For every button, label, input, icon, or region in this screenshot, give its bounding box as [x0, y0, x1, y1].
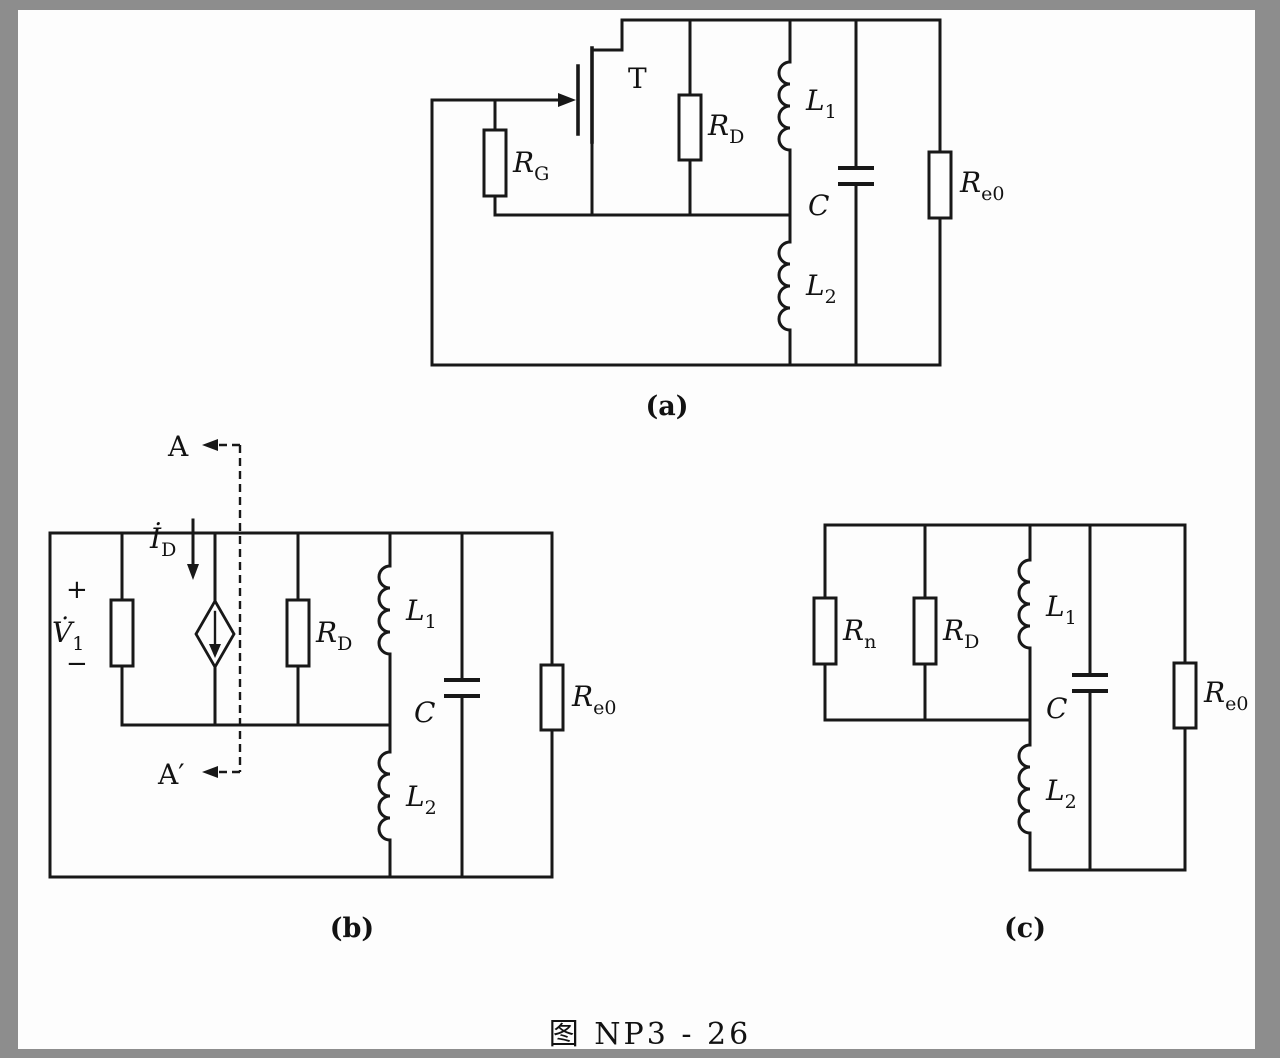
node-a-label: A: [167, 430, 189, 463]
section-line-aa: [202, 439, 242, 778]
resistor-re0-c: [1172, 661, 1198, 730]
re0-label-a: Re0: [959, 166, 1004, 205]
arrow-a-icon: [202, 439, 218, 451]
gate-arrow-icon: [558, 93, 576, 107]
resistor-rn: [812, 596, 838, 666]
circuit-b: A A′ İD + V̇1 − RD L1 C L2 Re0 (b): [48, 430, 616, 944]
inductor-l2-a: [777, 240, 792, 332]
paper-background: [18, 10, 1255, 1049]
arrow-a-prime-icon: [202, 766, 218, 778]
c-label-c: C: [1046, 692, 1067, 725]
resistor-rg: [482, 128, 508, 198]
l2-label-b: L2: [405, 780, 437, 819]
controlled-current-source: [194, 598, 236, 670]
circuit-a: T RG RD L1 C L2 Re0 (a): [430, 18, 1004, 422]
c-label-a: C: [808, 189, 829, 222]
l1-label-b: L1: [405, 594, 437, 633]
rg-label-a: RG: [512, 146, 549, 185]
l2-label-c: L2: [1045, 774, 1077, 813]
circuit-c-wires: [823, 523, 1187, 872]
capacitor-c-c: [1072, 673, 1108, 693]
l1-label-c: L1: [1045, 590, 1077, 629]
circuit-c: Rn RD L1 C L2 Re0 (c): [812, 523, 1248, 944]
rd-label-a: RD: [707, 109, 744, 148]
rd-label-b: RD: [315, 616, 352, 655]
inductor-l2-c: [1017, 743, 1032, 835]
source-v1: [109, 598, 135, 668]
resistor-re0-b: [539, 663, 565, 732]
inductor-l1-c: [1017, 558, 1032, 650]
l2-label-a: L2: [805, 269, 837, 308]
current-id-arrow: [187, 518, 199, 580]
resistor-rd-c: [912, 596, 938, 666]
re0-label-b: Re0: [571, 680, 616, 719]
resistor-re0-a: [927, 150, 953, 220]
resistor-rd-a: [677, 93, 703, 162]
transistor-t-label: T: [628, 62, 647, 95]
figure-caption: 图 NP3 - 26: [549, 1017, 751, 1052]
l1-label-a: L1: [805, 84, 837, 123]
rd-label-c: RD: [942, 614, 979, 653]
source-v1-label: V̇1: [52, 616, 84, 655]
minus-sign: −: [66, 649, 88, 679]
plus-sign: +: [66, 575, 88, 605]
circuit-a-wires: [430, 18, 942, 367]
node-a-prime-label: A′: [157, 758, 185, 791]
sublabel-b: (b): [330, 913, 374, 944]
capacitor-c-a: [838, 166, 874, 186]
resistor-rd-b: [285, 598, 311, 668]
sublabel-a: (a): [645, 391, 688, 422]
inductor-l1-a: [777, 60, 792, 152]
inductor-l2-b: [377, 750, 392, 842]
sublabel-c: (c): [1004, 913, 1046, 944]
circuit-b-wires: [48, 531, 554, 879]
c-label-b: C: [414, 696, 435, 729]
inductor-l1-b: [377, 564, 392, 656]
capacitor-c-b: [444, 678, 480, 698]
current-id-label: İD: [149, 522, 176, 561]
rn-label: Rn: [842, 614, 876, 653]
transistor-t: [558, 18, 624, 217]
re0-label-c: Re0: [1203, 676, 1248, 715]
